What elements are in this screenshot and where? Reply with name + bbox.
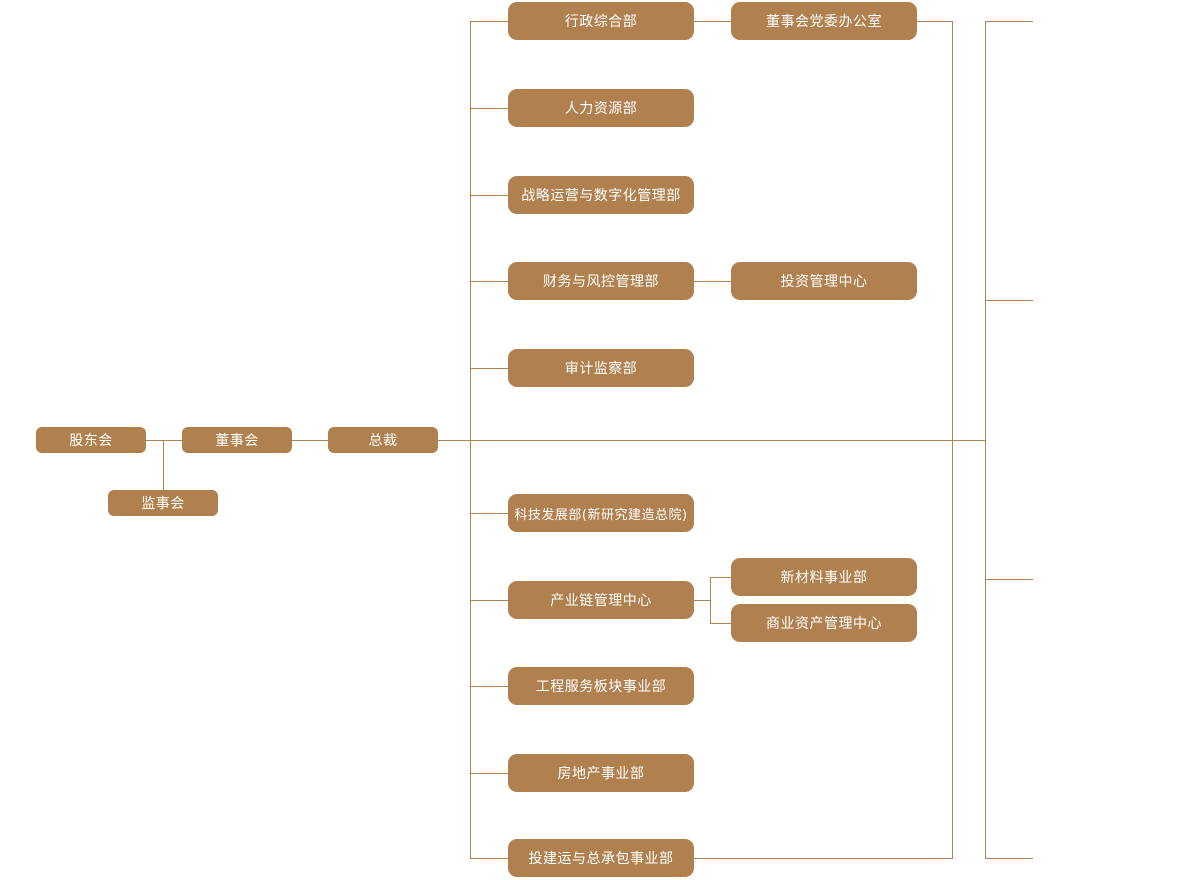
connector-line [917, 21, 952, 22]
commercial-assets-mgmt-center-box: 商业资产管理中心 [731, 604, 917, 642]
connector-line [470, 773, 508, 774]
board-party-committee-office-box: 董事会党委办公室 [731, 2, 917, 40]
connector-line [985, 858, 1033, 859]
dept-engineering-services-box: 工程服务板块事业部 [508, 667, 694, 705]
connector-line [694, 281, 731, 282]
connector-line [292, 440, 328, 441]
connector-line [694, 21, 731, 22]
dept-human-resources-box: 人力资源部 [508, 89, 694, 127]
shareholders-meeting-box: 股东会 [36, 427, 146, 453]
industry-chain-mgmt-center-box: 产业链管理中心 [508, 581, 694, 619]
connector-line [710, 623, 731, 624]
connector-line [470, 281, 508, 282]
connector-line [985, 579, 1033, 580]
connector-line [163, 440, 164, 490]
dept-real-estate-box: 房地产事业部 [508, 754, 694, 792]
connector-line [470, 21, 508, 22]
connector-line [710, 577, 711, 623]
connector-line [985, 21, 986, 859]
connector-line [438, 440, 985, 441]
connector-line [694, 600, 710, 601]
connector-line [694, 858, 952, 859]
dept-invest-build-epc-box: 投建运与总承包事业部 [508, 839, 694, 877]
connector-line [985, 21, 1033, 22]
connector-line [985, 300, 1033, 301]
connector-line [470, 858, 508, 859]
investment-management-center-box: 投资管理中心 [731, 262, 917, 300]
connector-line [470, 108, 508, 109]
connector-line [710, 577, 731, 578]
connector-line [470, 195, 508, 196]
new-materials-division-box: 新材料事业部 [731, 558, 917, 596]
connector-line [952, 21, 953, 859]
supervisory-board-box: 监事会 [108, 490, 218, 516]
board-of-directors-box: 董事会 [182, 427, 292, 453]
dept-audit-supervision-box: 审计监察部 [508, 349, 694, 387]
connector-line [470, 21, 471, 859]
dept-finance-risk-control-box: 财务与风控管理部 [508, 262, 694, 300]
connector-line [470, 600, 508, 601]
dept-administration-box: 行政综合部 [508, 2, 694, 40]
dept-tech-development-box: 科技发展部(新研究建造总院) [508, 494, 694, 532]
connector-line [470, 513, 508, 514]
connector-line [470, 368, 508, 369]
president-box: 总裁 [328, 427, 438, 453]
connector-line [470, 686, 508, 687]
connector-line [146, 440, 182, 441]
dept-strategy-digital-mgmt-box: 战略运营与数字化管理部 [508, 176, 694, 214]
